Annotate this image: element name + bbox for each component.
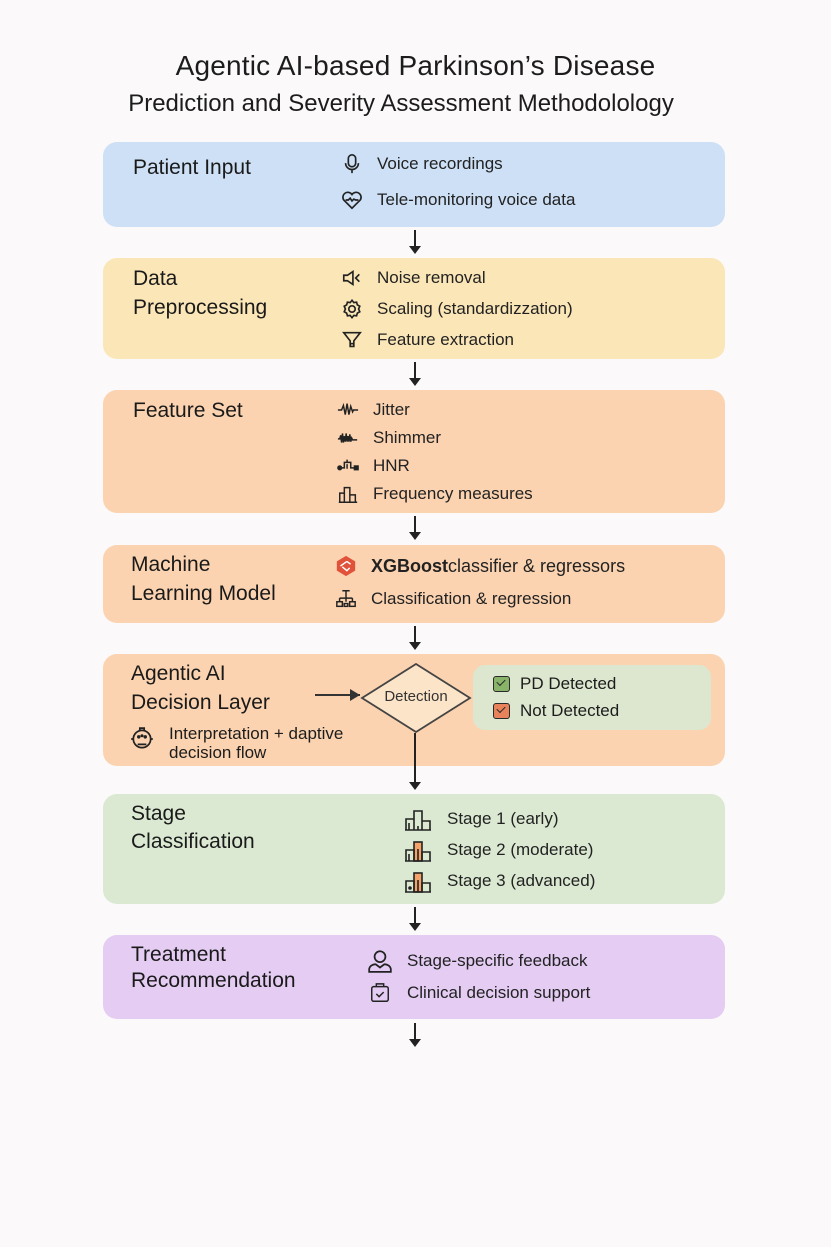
list-item: Clinical decision support <box>365 981 590 1005</box>
step-heading: Classification <box>131 830 255 853</box>
bar-chart-icon <box>335 482 361 506</box>
list-item: XGBoost classifier & regressors <box>333 554 625 578</box>
list-item: Scaling (standardizzation) <box>339 297 573 321</box>
step-heading: Patient Input <box>133 156 251 179</box>
list-item: Shimmer <box>335 426 441 450</box>
funnel-icon <box>339 328 365 352</box>
list-item: Voice recordings <box>339 152 503 176</box>
list-item: Jitter <box>335 398 410 422</box>
waveform-icon <box>335 398 361 422</box>
list-item: Noise removal <box>339 266 486 290</box>
list-item: Frequency measures <box>335 482 533 506</box>
not-detected-icon <box>493 703 510 719</box>
step-heading: Treatment <box>131 943 226 966</box>
list-item: Stage 3 (advanced) <box>401 869 595 893</box>
outcome-pd-detected: PD Detected <box>493 674 616 694</box>
diagram-subtitle: Prediction and Severity Assessment Metho… <box>128 90 674 117</box>
step-machine-learning-model: Machine Learning Model XGBoost classifie… <box>103 545 725 623</box>
flow-arrow <box>409 907 421 931</box>
step-data-preprocessing: Data Preprocessing Noise removal Scaling… <box>103 258 725 359</box>
step-heading: Recommendation <box>131 969 296 992</box>
step-heading: Stage <box>131 802 186 825</box>
step-stage-classification: Stage Classification Stage 1 (early) Sta… <box>103 794 725 904</box>
waveform-dense-icon <box>335 426 361 450</box>
arrowhead <box>350 689 360 701</box>
arrow-to-detection <box>315 694 360 696</box>
list-item: Stage 1 (early) <box>401 807 559 831</box>
list-item: Stage 2 (moderate) <box>401 838 593 862</box>
flow-arrow <box>409 626 421 650</box>
step-patient-input: Patient Input Voice recordings Tele-moni… <box>103 142 725 227</box>
robot-head-icon <box>129 726 157 754</box>
step-heading: Machine <box>131 553 211 576</box>
microphone-icon <box>339 152 365 176</box>
list-item: HNR <box>335 454 410 478</box>
signal-node-icon <box>335 454 361 478</box>
speaker-noise-icon <box>339 266 365 290</box>
detection-label: Detection <box>384 688 448 705</box>
hierarchy-icon <box>333 587 359 611</box>
diagram-title: Agentic AI-based Parkinson’s Disease <box>175 50 656 81</box>
list-item: Feature extraction <box>339 328 514 352</box>
stage-2-chart-icon <box>401 838 435 862</box>
detection-outcomes: PD Detected Not Detected <box>473 665 711 730</box>
user-icon <box>365 949 395 973</box>
pd-detected-icon <box>493 676 510 692</box>
step-heading: Preprocessing <box>133 296 268 319</box>
flow-arrow <box>409 733 421 790</box>
step-heading: Data <box>133 267 178 290</box>
flow-arrow <box>409 1023 421 1047</box>
step-treatment-recommendation: Treatment Recommendation Stage-specific … <box>103 935 725 1019</box>
flow-arrow <box>409 230 421 254</box>
flow-arrow <box>409 516 421 540</box>
heart-waveform-icon <box>339 188 365 212</box>
step-feature-set: Feature Set Jitter Shimmer HNR Frequency… <box>103 390 725 513</box>
list-item: Stage-specific feedback <box>365 949 588 973</box>
flow-arrow <box>409 362 421 386</box>
decision-note: Interpretation + daptive decision flow <box>129 724 343 762</box>
step-heading: Feature Set <box>133 399 243 422</box>
stage-3-chart-icon <box>401 869 435 893</box>
step-heading: Agentic AI <box>131 662 226 685</box>
clipboard-check-icon <box>365 981 395 1005</box>
list-item: Classification & regression <box>333 587 571 611</box>
detection-decision-diamond <box>360 663 472 733</box>
gear-icon <box>339 297 365 321</box>
stage-1-chart-icon <box>401 807 435 831</box>
step-heading: Decision Layer <box>131 691 270 714</box>
outcome-not-detected: Not Detected <box>493 701 619 721</box>
xgboost-logo-icon <box>333 554 359 578</box>
list-item: Tele-monitoring voice data <box>339 188 575 212</box>
step-heading: Learning Model <box>131 582 276 605</box>
